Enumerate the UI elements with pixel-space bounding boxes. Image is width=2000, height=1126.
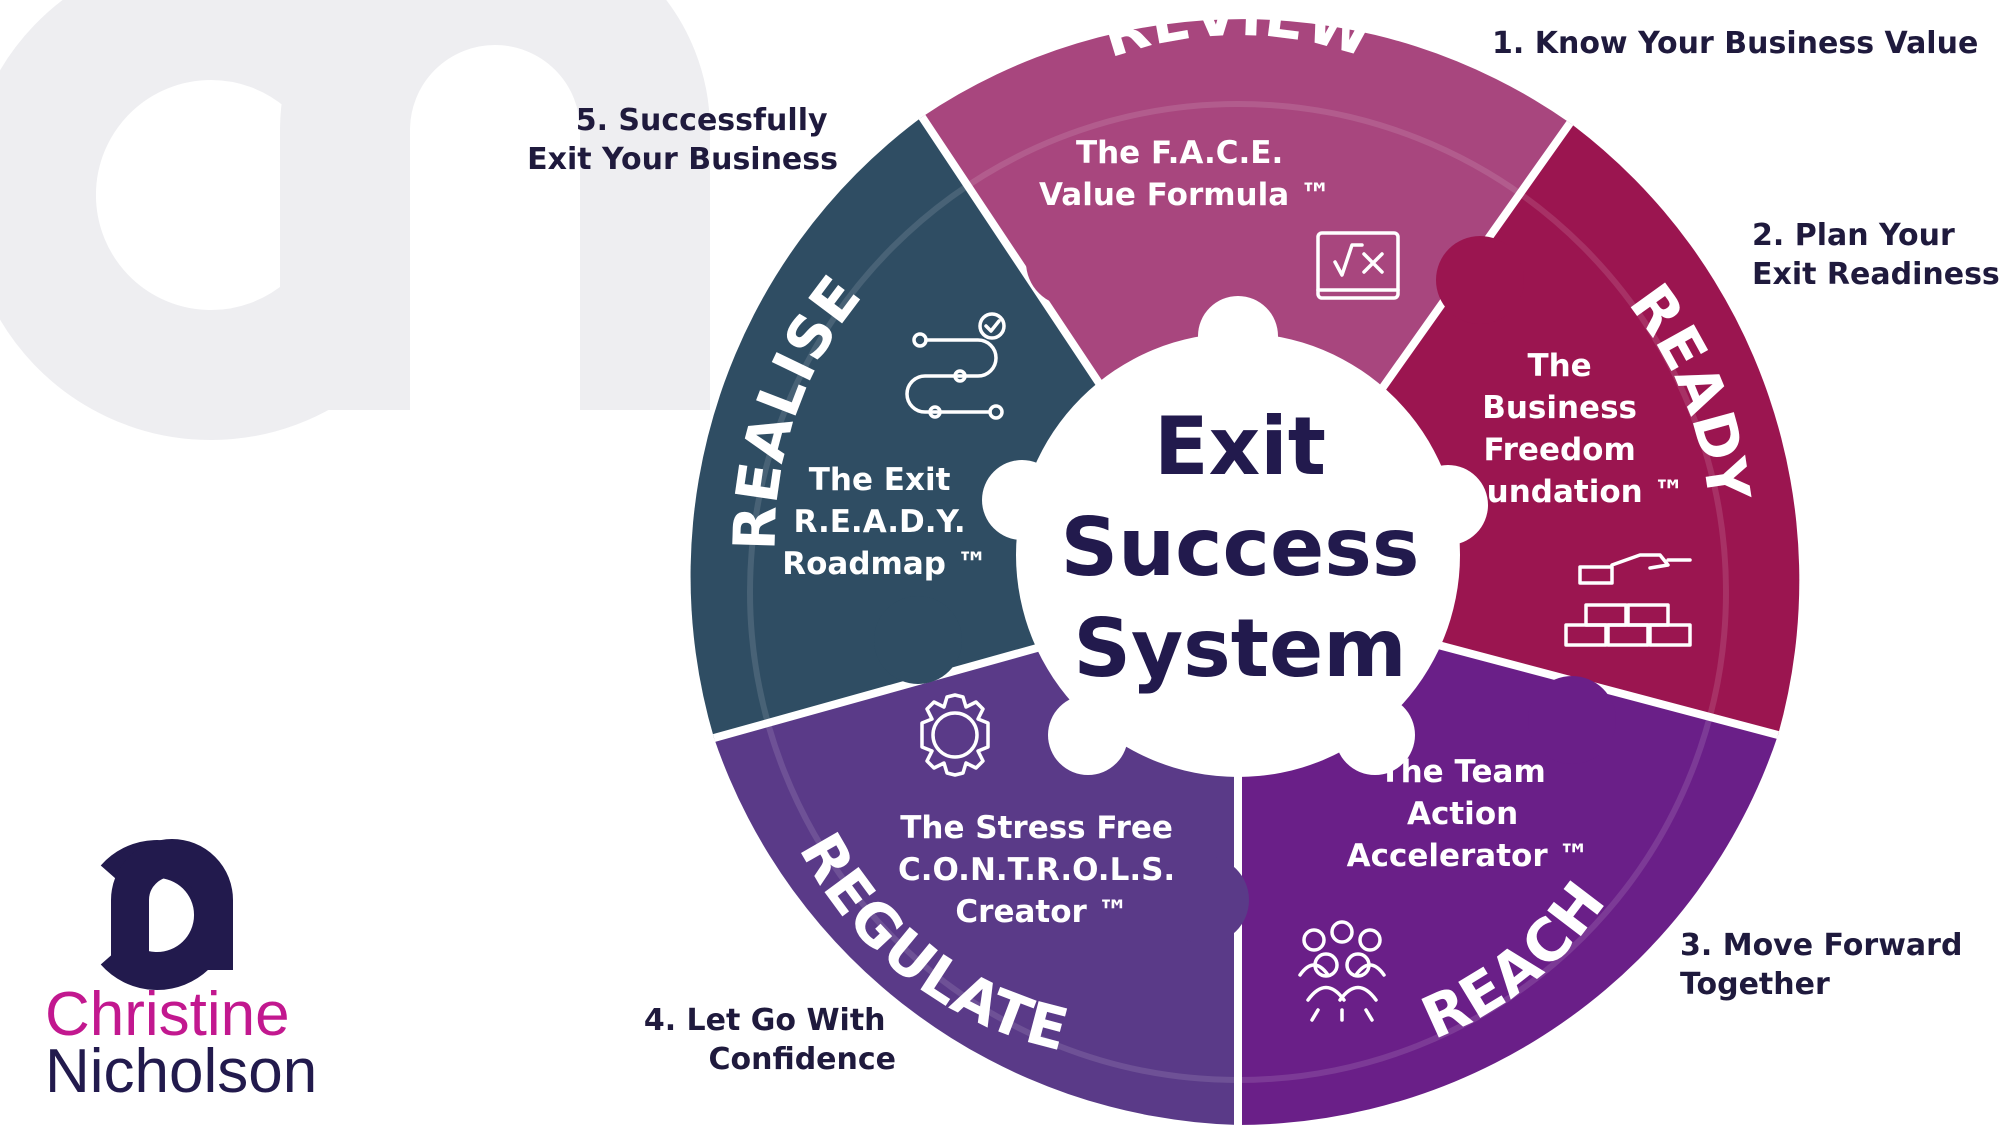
outer-label-ready: 2. Plan Your Exit Readiness bbox=[1752, 218, 2000, 292]
desc-review: The F.A.C.E. Value Formula ™ bbox=[1039, 135, 1331, 213]
gear-icon bbox=[920, 693, 990, 777]
roadmap-icon bbox=[905, 312, 1006, 420]
desc-realise: The Exit R.E.A.D.Y. Roadmap ™ bbox=[782, 462, 987, 582]
segment-descriptions: The F.A.C.E. Value Formula ™ The Busines… bbox=[782, 135, 1684, 930]
center-line-1: Exit bbox=[1154, 400, 1326, 493]
watermark-monogram bbox=[0, 0, 710, 440]
puzzle-knobs bbox=[874, 218, 1616, 944]
team-icon bbox=[1298, 920, 1386, 1022]
bricks-icon bbox=[1564, 553, 1692, 647]
outer-label-realise: 5. Successfully Exit Your Business bbox=[527, 103, 838, 177]
logo-monogram bbox=[100, 839, 233, 990]
knob-ready bbox=[1436, 236, 1524, 324]
center-piece bbox=[982, 296, 1488, 777]
outer-label-regulate: 4. Let Go With Confidence bbox=[644, 1003, 896, 1077]
desc-regulate: The Stress Free C.O.N.T.R.O.L.S. Creator… bbox=[898, 810, 1186, 930]
desc-reach: The Team Action Accelerator ™ bbox=[1347, 754, 1590, 874]
formula-board-icon bbox=[1316, 231, 1400, 300]
desc-ready: The Business Freedom Foundation ™ bbox=[1445, 348, 1684, 510]
external-labels: 1. Know Your Business Value 2. Plan Your… bbox=[527, 26, 2000, 1077]
logo-last-name: Nicholson bbox=[45, 1037, 317, 1106]
brand-logo: Christine Nicholson bbox=[45, 839, 317, 1106]
center-line-2: Success bbox=[1061, 501, 1420, 594]
knob-reach bbox=[1528, 676, 1616, 764]
center-title: Exit Success System bbox=[1061, 400, 1420, 695]
knob-realise bbox=[874, 596, 962, 684]
knob-review bbox=[1026, 218, 1114, 306]
outer-label-reach: 3. Move Forward Together bbox=[1680, 928, 1973, 1002]
center-line-3: System bbox=[1073, 602, 1406, 695]
inner-ring bbox=[747, 101, 1729, 1083]
knob-regulate bbox=[1161, 856, 1249, 944]
outer-label-review: 1. Know Your Business Value bbox=[1492, 26, 1978, 61]
logo-first-name: Christine bbox=[45, 980, 290, 1049]
